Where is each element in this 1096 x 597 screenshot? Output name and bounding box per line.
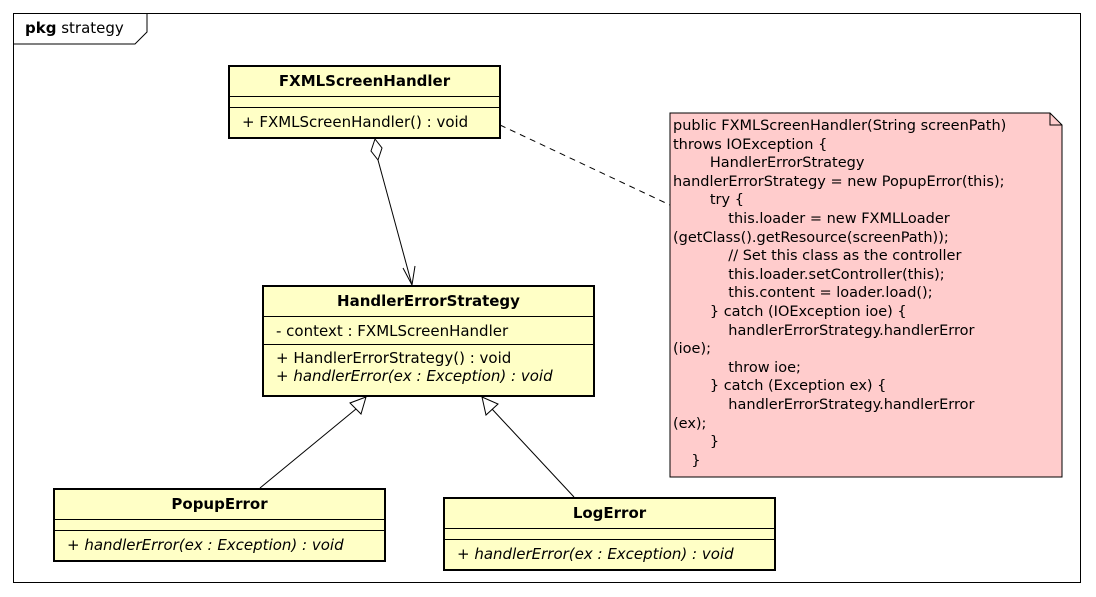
attributes-compartment: [230, 96, 499, 107]
package-keyword: pkg: [25, 19, 57, 37]
attribute: - context : FXMLScreenHandler: [276, 322, 509, 340]
class-name: PopupError: [171, 495, 268, 513]
operations-compartment: + FXMLScreenHandler() : void: [230, 107, 499, 131]
class-popup-error[interactable]: PopupError + handlerError(ex : Exception…: [53, 488, 386, 562]
generalization-popup-line: [259, 408, 357, 489]
operation: + HandlerErrorStrategy() : void: [276, 349, 512, 367]
class-log-error[interactable]: LogError + handlerError(ex : Exception) …: [443, 497, 776, 571]
operations-compartment: + HandlerErrorStrategy() : void + handle…: [264, 344, 593, 385]
operations-compartment: + handlerError(ex : Exception) : void: [55, 530, 384, 554]
package-frame: [13, 13, 1081, 583]
class-name: LogError: [572, 504, 647, 522]
note-connector: [499, 124, 671, 206]
aggregation-diamond: [370, 137, 383, 162]
class-name: HandlerErrorStrategy: [337, 292, 520, 310]
package-tab-outline: [13, 13, 148, 45]
attributes-compartment: [55, 519, 384, 530]
note-shape: [669, 112, 1063, 478]
attributes-compartment: - context : FXMLScreenHandler: [264, 316, 593, 344]
note-fold: [1049, 113, 1062, 126]
package-name: strategy: [61, 19, 124, 37]
class-handler-error-strategy[interactable]: HandlerErrorStrategy - context : FXMLScr…: [262, 285, 595, 397]
operation-abstract: + handlerError(ex : Exception) : void: [276, 367, 553, 385]
operations-compartment: + handlerError(ex : Exception) : void: [445, 539, 774, 563]
code-note: public FXMLScreenHandler(String screenPa…: [673, 118, 1007, 469]
generalization-log-triangle: [481, 396, 499, 416]
attributes-compartment: [445, 528, 774, 539]
generalization-log-line: [491, 408, 575, 498]
aggregation-line: [377, 159, 413, 286]
class-name: FXMLScreenHandler: [278, 72, 451, 90]
package-label: pkg strategy: [13, 13, 147, 44]
generalization-popup-triangle: [349, 396, 367, 415]
operation-abstract: + handlerError(ex : Exception) : void: [457, 545, 734, 563]
class-fxml-screen-handler[interactable]: FXMLScreenHandler + FXMLScreenHandler() …: [228, 65, 501, 139]
operation-abstract: + handlerError(ex : Exception) : void: [67, 536, 344, 554]
operation: + FXMLScreenHandler() : void: [242, 113, 469, 131]
